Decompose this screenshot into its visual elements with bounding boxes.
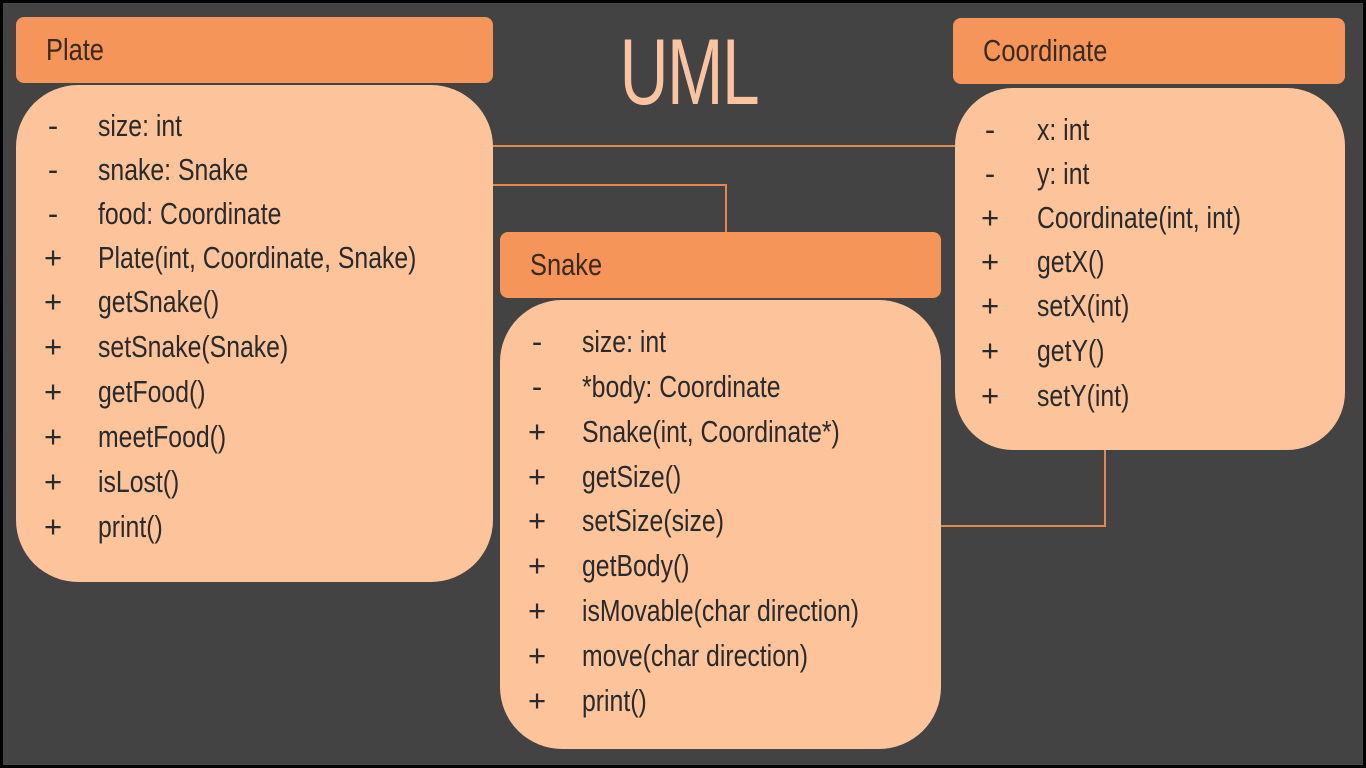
member-text: Snake(int, Coordinate*) xyxy=(582,414,840,449)
member-text: getBody() xyxy=(582,548,690,583)
visibility-marker: - xyxy=(47,108,59,143)
class-name-plate: Plate xyxy=(46,32,104,67)
class-body-plate: - size: int - snake: Snake - food: Coord… xyxy=(16,85,493,582)
member-text: getFood() xyxy=(98,374,206,409)
visibility-marker: + xyxy=(527,503,547,538)
class-name-coordinate: Coordinate xyxy=(983,33,1108,68)
member-text: snake: Snake xyxy=(98,152,249,187)
visibility-marker: + xyxy=(980,378,1000,413)
visibility-marker: - xyxy=(47,196,59,231)
visibility-marker: + xyxy=(43,419,63,454)
visibility-marker: + xyxy=(43,284,63,319)
member-text: food: Coordinate xyxy=(98,196,282,231)
member-text: x: int xyxy=(1037,112,1090,147)
member-text: *body: Coordinate xyxy=(582,369,781,404)
visibility-marker: + xyxy=(527,638,547,673)
plate-snake-connector xyxy=(491,184,727,235)
member-text: getSnake() xyxy=(98,284,220,319)
visibility-marker: + xyxy=(43,509,63,544)
visibility-marker: - xyxy=(984,156,996,191)
member-text: move(char direction) xyxy=(582,638,809,673)
visibility-marker: + xyxy=(980,200,1000,235)
visibility-marker: + xyxy=(527,548,547,583)
member-text: getSize() xyxy=(582,459,682,494)
visibility-marker: + xyxy=(527,414,547,449)
snake-coordinate-connector xyxy=(941,450,1106,527)
member-text: setSize(size) xyxy=(582,503,724,538)
visibility-marker: - xyxy=(984,112,996,147)
uml-slide: UML Plate - size: int - snake: Snake - f… xyxy=(3,3,1363,765)
visibility-marker: - xyxy=(531,369,543,404)
member-text: size: int xyxy=(582,324,667,359)
class-header-coordinate: Coordinate xyxy=(953,18,1345,84)
diagram-title: UML xyxy=(619,19,760,124)
member-text: getX() xyxy=(1037,244,1105,279)
class-name-snake: Snake xyxy=(530,247,603,282)
member-text: print() xyxy=(582,683,647,718)
visibility-marker: - xyxy=(47,152,59,187)
member-text: Coordinate(int, int) xyxy=(1037,200,1242,235)
member-text: Plate(int, Coordinate, Snake) xyxy=(98,240,417,275)
visibility-marker: + xyxy=(527,459,547,494)
visibility-marker: + xyxy=(980,288,1000,323)
visibility-marker: + xyxy=(980,244,1000,279)
connector-lines xyxy=(491,145,1106,527)
member-text: size: int xyxy=(98,108,183,143)
member-text: meetFood() xyxy=(98,419,227,454)
class-header-snake: Snake xyxy=(500,232,941,298)
visibility-marker: + xyxy=(43,240,63,275)
member-text: print() xyxy=(98,509,163,544)
visibility-marker: + xyxy=(527,593,547,628)
member-text: isLost() xyxy=(98,464,180,499)
member-text: setY(int) xyxy=(1037,378,1130,413)
visibility-marker: + xyxy=(527,683,547,718)
member-text: getY() xyxy=(1037,333,1105,368)
class-body-snake: - size: int - *body: Coordinate + Snake(… xyxy=(500,300,941,749)
visibility-marker: + xyxy=(43,374,63,409)
visibility-marker: + xyxy=(43,329,63,364)
visibility-marker: + xyxy=(43,464,63,499)
visibility-marker: - xyxy=(531,324,543,359)
visibility-marker: + xyxy=(980,333,1000,368)
member-text: y: int xyxy=(1037,156,1090,191)
member-text: setSnake(Snake) xyxy=(98,329,289,364)
member-text: setX(int) xyxy=(1037,288,1130,323)
member-text: isMovable(char direction) xyxy=(582,593,860,628)
class-header-plate: Plate xyxy=(16,17,493,83)
class-body-coordinate: - x: int - y: int + Coordinate(int, int)… xyxy=(955,88,1345,450)
